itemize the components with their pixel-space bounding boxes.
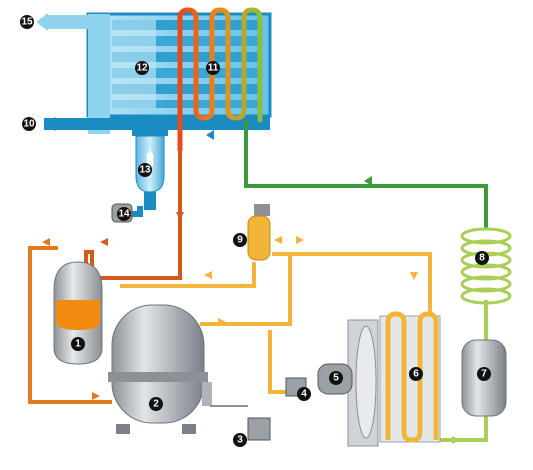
badge-5: 5: [329, 371, 343, 385]
svg-text:2: 2: [153, 399, 159, 410]
air-return-arrow: [206, 130, 214, 140]
badge-11: 11: [206, 61, 220, 75]
svg-text:5: 5: [333, 373, 339, 384]
badge-7: 7: [477, 367, 491, 381]
condensate-separator: [132, 124, 168, 210]
svg-text:10: 10: [23, 119, 35, 130]
separator-to-compressor-line: [28, 246, 112, 404]
svg-text:6: 6: [413, 369, 419, 380]
evaporator-coil: [177, 7, 263, 153]
condenser-inlet-line: [290, 252, 432, 316]
svg-text:15: 15: [21, 17, 33, 28]
air-circuit: [36, 12, 272, 140]
badge-15: 15: [20, 15, 34, 29]
badge-12: 12: [135, 61, 149, 75]
badge-9: 9: [233, 233, 247, 247]
number-badges: 1 2 3 4 5 6 7 8 9 10 11 12 13 14 15: [20, 15, 491, 447]
condenser-fan: [317, 319, 379, 447]
svg-text:8: 8: [479, 253, 485, 264]
badge-13: 13: [138, 163, 152, 177]
badge-10: 10: [22, 117, 36, 131]
air-inlet-arrow: [54, 117, 66, 131]
svg-text:4: 4: [301, 389, 307, 400]
badge-2: 2: [149, 397, 163, 411]
air-exchanger-passes: [112, 20, 262, 108]
svg-text:13: 13: [139, 165, 151, 176]
air-inlet-pipe: [44, 118, 118, 130]
badge-3: 3: [233, 433, 247, 447]
svg-text:9: 9: [237, 235, 243, 246]
hot-gas-bypass-valve: [247, 204, 271, 261]
badge-14: 14: [117, 207, 131, 221]
capillary-coil: [460, 227, 512, 305]
flow-arrow-suction: [176, 212, 184, 220]
svg-text:1: 1: [75, 339, 81, 350]
badge-4: 4: [297, 387, 311, 401]
low-pressure-vapor-line: [244, 120, 488, 230]
pressure-switch-3: [210, 405, 271, 441]
hot-gas-line: [200, 252, 292, 326]
air-left-duct: [88, 14, 110, 134]
svg-text:12: 12: [136, 63, 148, 74]
svg-text:7: 7: [481, 369, 487, 380]
svg-text:14: 14: [118, 209, 130, 220]
air-outlet-duct: [44, 16, 98, 28]
compressor: [108, 304, 212, 434]
liquid-separator: [53, 261, 103, 365]
flow-arrow-green: [364, 176, 372, 186]
badge-6: 6: [409, 367, 423, 381]
svg-text:3: 3: [237, 435, 243, 446]
condenser: [379, 311, 441, 443]
badge-1: 1: [71, 337, 85, 351]
bypass-line: [120, 262, 256, 288]
svg-text:11: 11: [208, 63, 219, 74]
badge-8: 8: [475, 251, 489, 265]
air-outlet-arrow: [36, 13, 48, 31]
